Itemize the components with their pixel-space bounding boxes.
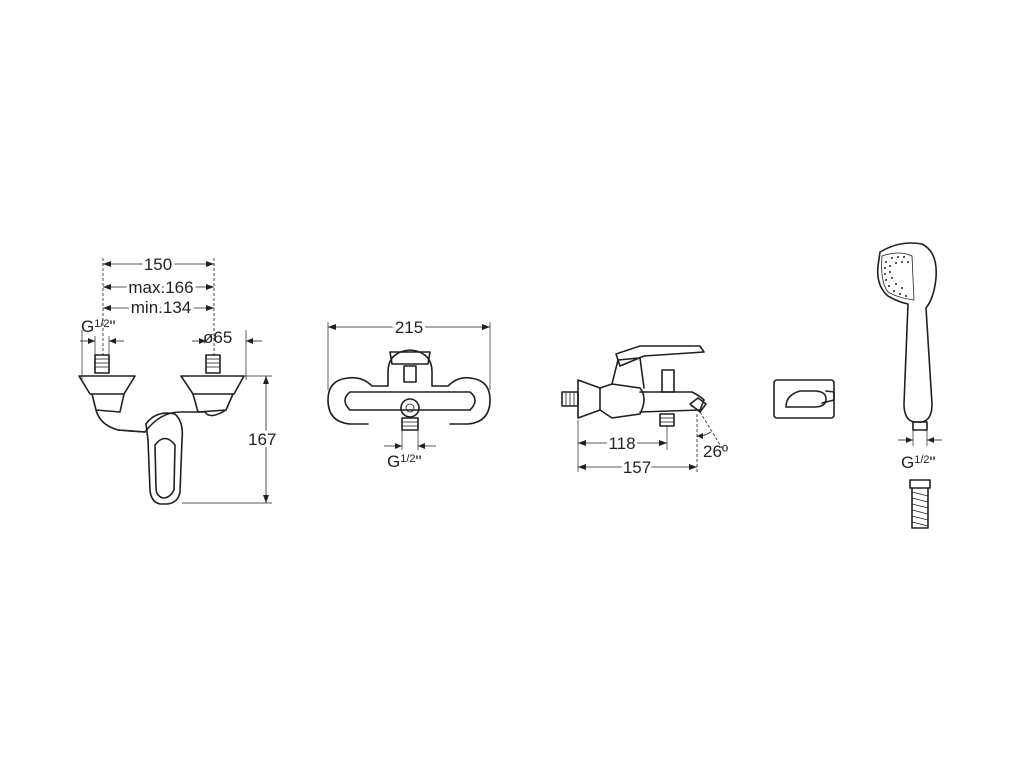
right-escutcheon xyxy=(180,375,245,395)
left-inlet-nipple xyxy=(94,354,110,374)
hand-shower-drawing xyxy=(876,242,938,529)
bath-mixer-front-dimensions: 215 G1/2" xyxy=(327,315,491,471)
dim-centers-max: max.166 xyxy=(128,278,193,297)
spray-nozzles xyxy=(884,256,909,297)
hose-nut xyxy=(909,479,931,489)
bath-mixer-side-drawing xyxy=(561,345,707,427)
right-disc xyxy=(449,377,491,425)
left-escutcheon xyxy=(78,375,136,395)
bath-mixer-side-dimensions: 118 157 26º xyxy=(577,411,728,480)
hand-shower-dimensions: G1/2" xyxy=(898,430,942,472)
dim-depth-157: 157 xyxy=(623,458,651,477)
escutcheon xyxy=(577,379,601,419)
dim-thread-hand-shower: G1/2" xyxy=(901,453,936,472)
body-bar xyxy=(344,391,476,411)
bath-mixer-front-drawing xyxy=(327,349,491,431)
spout-tip xyxy=(689,397,707,413)
dim-escutcheon-65: ø65 xyxy=(203,328,232,347)
dim-thread-shower-mixer: G1/2" xyxy=(81,317,116,336)
cartridge xyxy=(611,357,645,389)
dim-thread-bath-mixer: G1/2" xyxy=(387,452,422,471)
dim-centers-min: min.134 xyxy=(131,298,191,317)
shower-mixer-drawing xyxy=(78,354,245,505)
mixer-body xyxy=(95,409,227,433)
dim-width-215: 215 xyxy=(395,318,423,337)
hand-shower-body xyxy=(876,242,938,423)
bracket-plate xyxy=(773,379,835,419)
handle-cap xyxy=(389,351,431,365)
left-disc xyxy=(327,377,369,425)
dim-height-167: 167 xyxy=(248,430,276,449)
lever-handle xyxy=(145,412,184,505)
wall-bracket-drawing xyxy=(773,379,835,419)
diverter-knob xyxy=(661,369,675,393)
spout-outlet xyxy=(400,398,420,418)
right-inlet-nipple xyxy=(205,354,221,374)
shower-connector xyxy=(912,421,928,431)
dim-angle-26: 26º xyxy=(703,442,728,461)
dim-outlet-118: 118 xyxy=(608,434,635,453)
shower-mixer-dimensions: 150 max.166 min.134 G1/2" ø65 167 xyxy=(80,252,279,504)
dim-width-150: 150 xyxy=(144,255,172,274)
lever xyxy=(615,345,705,367)
bracket-holder xyxy=(785,390,827,408)
hose-ribs xyxy=(911,491,929,527)
